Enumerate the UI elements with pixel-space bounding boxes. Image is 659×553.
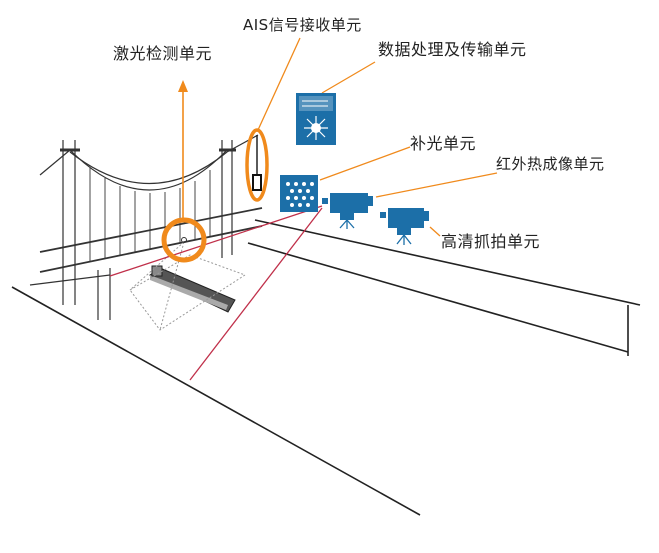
processing-unit-icon: [296, 93, 336, 145]
infrared-camera-icon: [322, 193, 373, 229]
label-ais-receiver-unit: AIS信号接收单元: [243, 16, 362, 34]
fill-light-icon: [280, 175, 318, 212]
ais-antenna-icon: [252, 135, 262, 191]
label-infrared-imaging-unit: 红外热成像单元: [496, 155, 605, 173]
label-hd-capture-unit: 高清抓拍单元: [441, 232, 541, 251]
detection-zone: [129, 241, 247, 331]
label-laser-detection-unit: 激光检测单元: [113, 44, 213, 63]
laser-sensor-highlight: [161, 217, 207, 263]
label-fill-light-unit: 补光单元: [410, 134, 477, 153]
ais-antenna-highlight: [245, 128, 269, 202]
orange-annotations: [161, 37, 498, 263]
laser-beams: [109, 205, 323, 381]
hd-camera-icon: [380, 208, 429, 245]
label-processing-transmission-unit: 数据处理及传输单元: [378, 40, 527, 59]
ground-lines: [11, 219, 641, 516]
suspension-bridge: [29, 134, 263, 320]
arrow-up-icon: [178, 80, 188, 92]
ship: [149, 265, 236, 313]
